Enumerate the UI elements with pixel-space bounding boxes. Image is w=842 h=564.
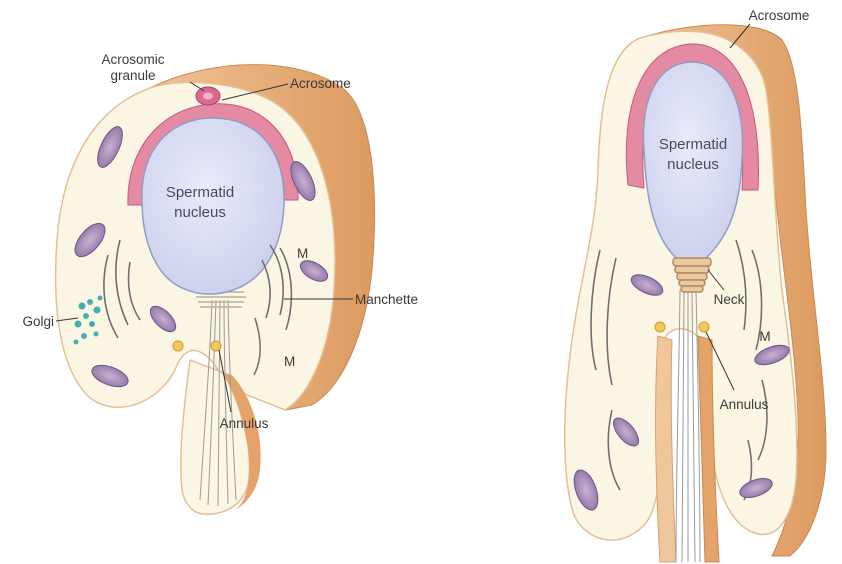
right-tail-fibrils	[676, 290, 700, 562]
right-cell: Acrosome Spermatid nucleus Neck M Annulu…	[565, 8, 826, 562]
label-left-annulus: Annulus	[220, 416, 269, 431]
label-neck: Neck	[714, 292, 745, 307]
right-annulus-dot	[699, 322, 709, 332]
label-right-acrosome: Acrosome	[749, 8, 810, 23]
label-left-m-lower: M	[284, 354, 295, 369]
left-cell: Acrosomic granule Acrosome Spermatid nuc…	[22, 52, 418, 514]
right-annulus-dot	[655, 322, 665, 332]
label-golgi: Golgi	[22, 314, 54, 329]
label-granule: granule	[110, 68, 155, 83]
label-acrosomic: Acrosomic	[101, 52, 164, 67]
label-left-nucleus-1: Spermatid	[166, 184, 234, 201]
label-left-nucleus-2: nucleus	[174, 204, 226, 221]
label-right-m: M	[759, 329, 770, 344]
left-annulus-dot	[173, 341, 183, 351]
label-left-acrosome: Acrosome	[290, 76, 351, 91]
label-manchette: Manchette	[355, 292, 418, 307]
label-left-m-upper: M	[297, 246, 308, 261]
label-right-annulus: Annulus	[720, 397, 769, 412]
left-annulus-dot	[211, 341, 221, 351]
right-tail-sheath	[656, 336, 676, 562]
label-right-nucleus-1: Spermatid	[659, 136, 727, 153]
left-acrosomic-granule-core	[203, 93, 213, 100]
label-right-nucleus-2: nucleus	[667, 156, 719, 173]
